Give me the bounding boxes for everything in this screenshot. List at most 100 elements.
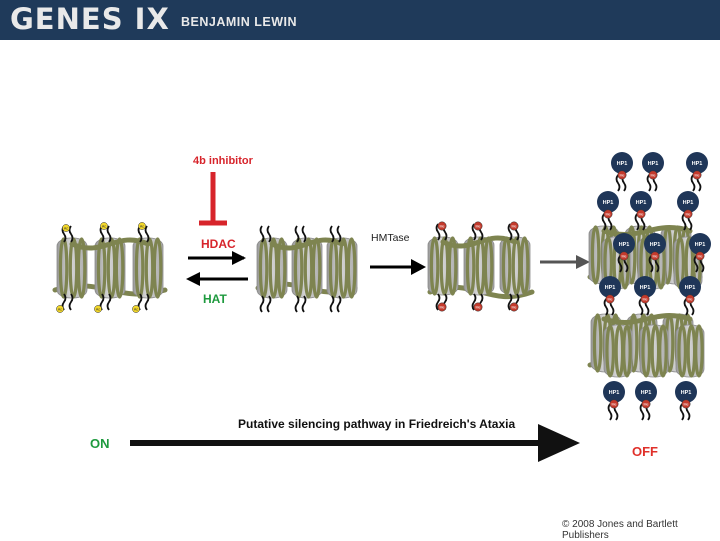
svg-text:HP1: HP1 (650, 242, 661, 248)
pathway-caption: Putative silencing pathway in Friedreich… (238, 417, 515, 431)
nucleosome (639, 324, 669, 378)
hmtase-arrow (370, 259, 426, 275)
hp1-protein: HP1 (611, 152, 633, 174)
hdac-label: HDAC (201, 237, 236, 251)
histone-tail (648, 255, 654, 273)
svg-text:Me: Me (476, 225, 481, 229)
svg-text:Me: Me (476, 306, 481, 310)
histone-tail (507, 223, 513, 241)
histone-tail (106, 225, 112, 243)
inhibitor-label: 4b inhibitor (193, 155, 254, 167)
svg-text:Me: Me (653, 255, 658, 259)
svg-text:Me: Me (686, 213, 691, 217)
nucleosome (463, 236, 495, 296)
histone-tail (106, 293, 112, 311)
histone-tail (68, 293, 74, 311)
svg-text:Me: Me (622, 255, 627, 259)
hp1-protein: HP1 (613, 233, 635, 255)
hp1-protein: HP1 (644, 233, 666, 255)
methyl-mark: Me (681, 399, 691, 409)
hp1-protein: HP1 (635, 381, 657, 403)
histone-tail (294, 225, 300, 243)
svg-text:Me: Me (620, 174, 625, 178)
methyl-mark: Me (603, 209, 613, 219)
methyl-mark: Me (641, 399, 651, 409)
histone-tail (601, 213, 607, 231)
svg-text:HP1: HP1 (685, 285, 696, 291)
hp1-protein: HP1 (597, 191, 619, 213)
acetyl-mark: Ac (138, 222, 146, 230)
methyl-mark: Me (617, 170, 627, 180)
methyl-mark: Me (648, 170, 658, 180)
dna-linker (440, 235, 518, 249)
histone-tail (435, 293, 441, 311)
hp1-protein: HP1 (642, 152, 664, 174)
on-label: ON (90, 436, 110, 451)
histone-tail (639, 403, 645, 421)
nucleosome (256, 237, 288, 299)
svg-text:Me: Me (651, 174, 656, 178)
histone-tail (634, 213, 640, 231)
histone-tail (615, 174, 621, 192)
svg-text:Me: Me (688, 298, 693, 302)
methyl-mark: Me (509, 302, 519, 312)
histone-tail (607, 403, 613, 421)
methyl-mark: Me (437, 221, 447, 231)
histone-tail (144, 225, 150, 243)
hp1-heterochromatin-cluster: HP1MeHP1MeHP1MeHP1MeHP1MeHP1MeHP1MeHP1Me… (587, 152, 711, 421)
nucleosome (427, 236, 459, 296)
brand-author: BENJAMIN LEWIN (181, 15, 298, 29)
hp1-protein: HP1 (599, 276, 621, 298)
histone-tail (144, 293, 150, 311)
svg-text:Me: Me (644, 403, 649, 407)
svg-text:HP1: HP1 (609, 390, 620, 396)
histone-tail (259, 295, 265, 313)
histone-tail (638, 298, 644, 316)
hdac-hat-arrows (186, 251, 248, 286)
histone-tail (646, 174, 652, 192)
methyl-mark: Me (636, 209, 646, 219)
svg-text:Me: Me (608, 298, 613, 302)
acetyl-mark: Ac (56, 305, 64, 313)
acetyl-mark: Ac (132, 305, 140, 313)
nucleosome (499, 236, 531, 296)
acetyl-mark: Ac (62, 224, 70, 232)
svg-text:HP1: HP1 (603, 200, 614, 206)
histone-tail (266, 225, 272, 243)
histone-tail (507, 293, 513, 311)
histone-tail (301, 225, 307, 243)
methyl-mark: Me (640, 294, 650, 304)
copyright-notice: © 2008 Jones and Bartlett Publishers (562, 519, 678, 541)
hp1-protein: HP1 (675, 381, 697, 403)
svg-text:Me: Me (695, 174, 700, 178)
acetyl-mark: Ac (100, 222, 108, 230)
histone-tail (693, 255, 699, 273)
svg-text:Ac: Ac (102, 225, 106, 229)
hp1-protein: HP1 (686, 152, 708, 174)
methyl-mark: Me (685, 294, 695, 304)
methyl-mark: Me (509, 221, 519, 231)
dna-linker (69, 237, 151, 251)
histone-tail (471, 223, 477, 241)
svg-text:HP1: HP1 (641, 390, 652, 396)
nucleosome (56, 237, 88, 299)
methyl-mark: Me (473, 302, 483, 312)
histone-tail (683, 298, 689, 316)
hp1-protein: HP1 (677, 191, 699, 213)
svg-text:Me: Me (512, 306, 517, 310)
svg-text:Me: Me (440, 225, 445, 229)
hat-label: HAT (203, 292, 227, 306)
brand-title: GENES IX (10, 2, 170, 36)
histone-tail (336, 295, 342, 313)
histone-tail (336, 225, 342, 243)
histone-tail (137, 225, 143, 243)
svg-text:HP1: HP1 (640, 285, 651, 291)
histone-tail (435, 223, 441, 241)
svg-text:Me: Me (643, 298, 648, 302)
svg-text:Me: Me (639, 213, 644, 217)
methyl-mark: Me (650, 251, 660, 261)
svg-text:HP1: HP1 (617, 161, 628, 167)
off-label: OFF (632, 444, 658, 459)
header-bar: GENES IX BENJAMIN LEWIN (0, 0, 720, 40)
